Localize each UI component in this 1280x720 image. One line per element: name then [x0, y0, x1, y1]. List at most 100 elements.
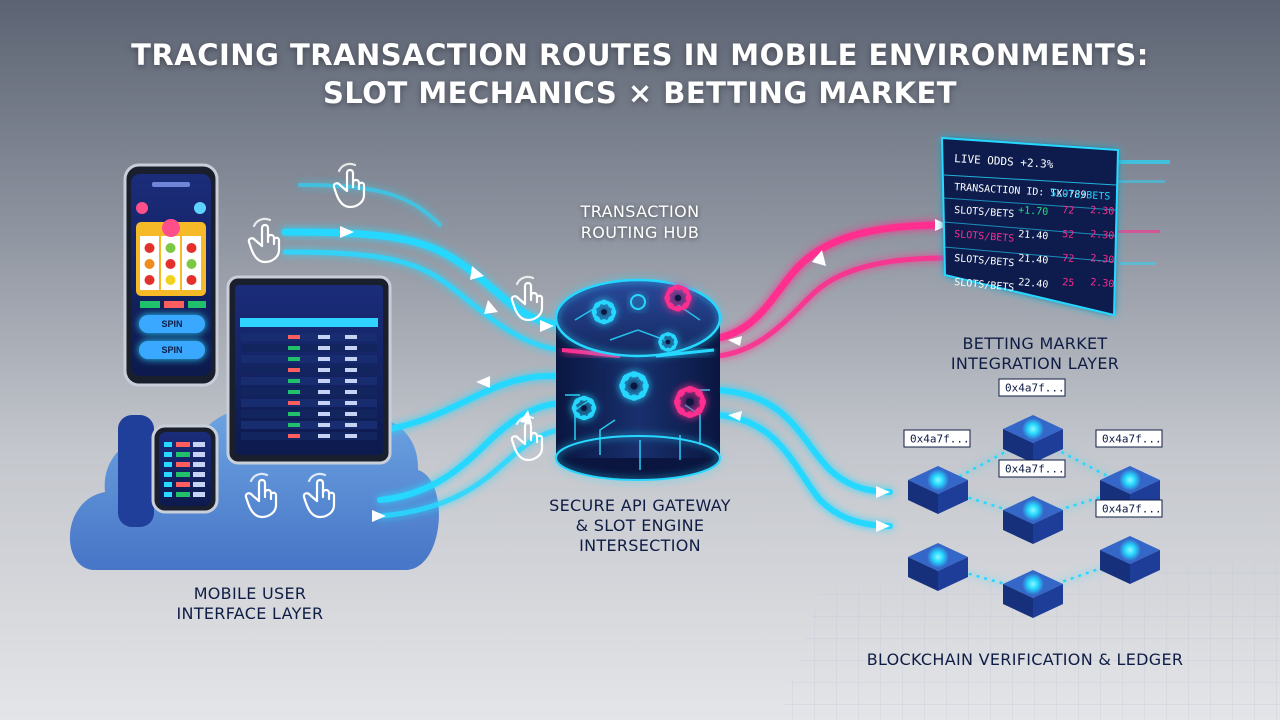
bet-row-name: SLOTS/BETS	[954, 253, 1015, 269]
bet-row-name: SLOTS/BETS	[954, 205, 1015, 220]
watch-row-marker	[164, 492, 172, 497]
arrowhead	[935, 219, 949, 231]
bet-row-value: 2.30	[1090, 205, 1115, 218]
mobile-layer-line-1: MOBILE USER	[193, 584, 307, 603]
live-odds-text: LIVE ODDS +2.3%	[954, 152, 1054, 171]
tablet-odds-cell	[345, 423, 357, 427]
blockchain-network: 0x4a7f... 0x4a7f... 0x4a7f... 0x4a7f... 0x4a…	[903, 378, 1163, 618]
spin-button[interactable]: SPIN	[139, 315, 205, 333]
arrowhead	[728, 411, 742, 421]
tablet-row	[241, 344, 377, 352]
gateway-label-line-2: & SLOT ENGINE	[575, 516, 705, 535]
tablet-row	[241, 333, 377, 341]
hash-text: 0x4a7f...	[1005, 382, 1065, 395]
tablet-odds-cell	[318, 390, 330, 394]
tablet-odds-cell	[318, 368, 330, 372]
tablet-row	[241, 432, 377, 440]
watch-odds-cell	[176, 492, 190, 497]
tap-hand-icon	[510, 415, 544, 462]
tablet-row	[241, 355, 377, 363]
tablet-row	[241, 399, 377, 407]
tap-hand-icon	[244, 472, 278, 519]
tablet-odds-cell	[318, 379, 330, 383]
watch-row-marker	[164, 452, 172, 457]
tablet-odds-cell	[318, 401, 330, 405]
outbound-arrowheads	[728, 219, 949, 532]
inbound-flows	[281, 183, 564, 519]
flow-line-3	[298, 183, 442, 227]
arrowhead	[876, 520, 890, 532]
bet-row-value: 21.40	[1018, 253, 1049, 267]
hash-text: 0x4a7f...	[1005, 463, 1065, 476]
watch-row-marker	[164, 472, 172, 477]
tablet-odds-cell	[288, 335, 300, 339]
tablet-odds-cell	[288, 379, 300, 383]
flow-line-5	[377, 400, 563, 503]
tablet-odds-cell	[345, 379, 357, 383]
bet-row-value: 72	[1062, 205, 1075, 217]
tablet-odds-cell	[318, 412, 330, 416]
watch-odds-cell	[193, 462, 205, 467]
pink-flow-2	[715, 255, 948, 359]
pink-flow-1	[714, 221, 949, 342]
flow-line-1	[281, 228, 564, 329]
tablet-odds-cell	[288, 357, 300, 361]
bet-row-value: 21.40	[1018, 229, 1049, 242]
tablet-odds-cell	[345, 390, 357, 394]
arrowhead	[728, 336, 742, 346]
gear-icon	[658, 332, 678, 352]
blockchain-label: BLOCKCHAIN VERIFICATION & LEDGER	[866, 650, 1184, 669]
watch-odds-cell	[176, 452, 190, 457]
tablet-row	[241, 388, 377, 396]
hash-text: 0x4a7f...	[1102, 433, 1162, 446]
floor-grid	[780, 560, 1280, 720]
ledger-flow-1	[715, 387, 893, 495]
tap-hand-icon	[510, 275, 544, 322]
ledger-block	[908, 543, 968, 591]
tablet-odds-cell	[345, 346, 357, 350]
panel-header-tag: SLOTS/BETS	[1050, 188, 1111, 203]
gateway-label: SECURE API GATEWAY & SLOT ENGINE INTERSE…	[510, 496, 770, 556]
tablet-odds-cell	[288, 401, 300, 405]
slot-reels	[140, 236, 201, 290]
tablet-row	[241, 410, 377, 418]
betting-flows	[714, 221, 949, 359]
gateway-label-line-3: INTERSECTION	[579, 536, 701, 555]
watch-odds-cell	[176, 462, 190, 467]
arrowhead	[470, 266, 484, 280]
bet-row-name: SLOTS/BETS	[954, 229, 1015, 245]
hash-tag	[1095, 499, 1163, 518]
routing-hub	[554, 278, 722, 481]
tablet	[226, 275, 392, 465]
circuit-traces	[565, 389, 710, 470]
tablet-odds-cell	[318, 423, 330, 427]
flow-line-4	[382, 372, 563, 433]
gateway-label-line-1: SECURE API GATEWAY	[549, 496, 731, 515]
watch-row-marker	[164, 482, 172, 487]
ledger-block: 0x4a7f...	[1095, 499, 1163, 584]
bet-row-value: 52	[1062, 229, 1075, 241]
tablet-odds-cell	[345, 434, 357, 438]
watch-odds-cell	[193, 492, 205, 497]
tap-gestures	[244, 162, 544, 519]
tablet-odds-rows	[241, 333, 377, 440]
title-line-2: SLOT MECHANICS × BETTING MARKET	[322, 76, 958, 110]
hash-tag	[998, 378, 1066, 397]
tablet-odds-cell	[318, 357, 330, 361]
watch-row-marker	[164, 462, 172, 467]
tap-hand-icon	[302, 472, 336, 519]
ledger-block	[1003, 570, 1063, 618]
tablet-odds-cell	[288, 423, 300, 427]
bet-row-value: 2.30	[1090, 229, 1115, 242]
hub-label-line-2: ROUTING HUB	[580, 223, 700, 242]
spin-button-secondary[interactable]: SPIN	[139, 341, 205, 359]
ledger-block: 0x4a7f...	[903, 429, 971, 514]
tap-hand-icon	[332, 162, 366, 209]
watch-odds-cell	[176, 482, 190, 487]
smartwatch	[118, 415, 219, 527]
arrowhead	[476, 376, 490, 388]
tablet-row	[241, 421, 377, 429]
ledger-flows	[715, 387, 893, 529]
hash-tag	[1095, 429, 1163, 448]
